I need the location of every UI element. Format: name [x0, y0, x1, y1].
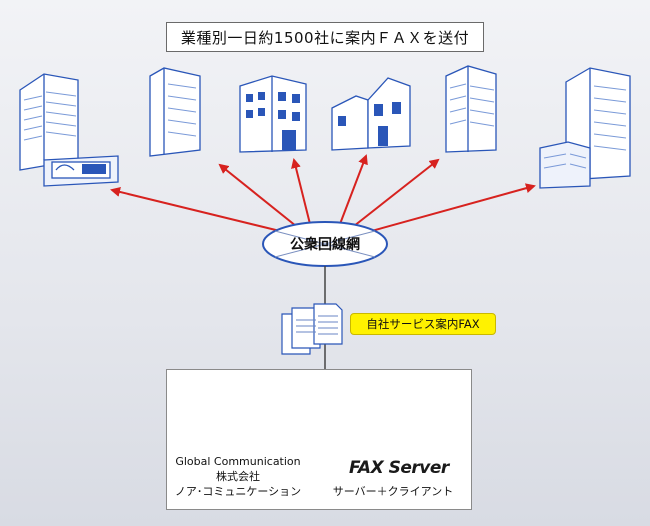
building-icon: [149, 67, 201, 157]
company-name-kana: ノア･コミュニケーション: [174, 485, 302, 498]
company-panel: [166, 369, 472, 510]
service-fax-label: 自社サービス案内FAX: [350, 313, 496, 335]
diagram-title: 業種別一日約1500社に案内ＦＡＸを送付: [166, 22, 484, 52]
building-icon: [445, 65, 497, 153]
arrow-to-building-2: [218, 163, 297, 227]
server-client-caption: サーバー＋クライアント: [332, 485, 454, 498]
company-name-block: Global Communication 株式会社 ノア･コミュニケーション: [170, 454, 306, 499]
distribution-arrows: [110, 154, 536, 233]
office-tower-fax-icon: [19, 73, 119, 187]
arrow-to-building-4: [339, 154, 368, 225]
office-tower-server-icon: [539, 67, 631, 189]
company-name-english: Global Communication: [175, 455, 301, 468]
fax-document-icon: [281, 303, 343, 355]
building-icon: [331, 77, 411, 151]
arrow-to-building-5: [353, 158, 440, 227]
building-icon: [239, 75, 307, 153]
arrow-to-building-3: [291, 158, 311, 225]
arrow-to-building-6: [367, 183, 536, 233]
company-name-corporate: 株式会社: [216, 470, 260, 483]
arrow-to-building-1: [110, 187, 285, 233]
fax-server-logo: FAX Server: [349, 458, 449, 478]
public-network-label: 公衆回線網: [290, 237, 360, 253]
